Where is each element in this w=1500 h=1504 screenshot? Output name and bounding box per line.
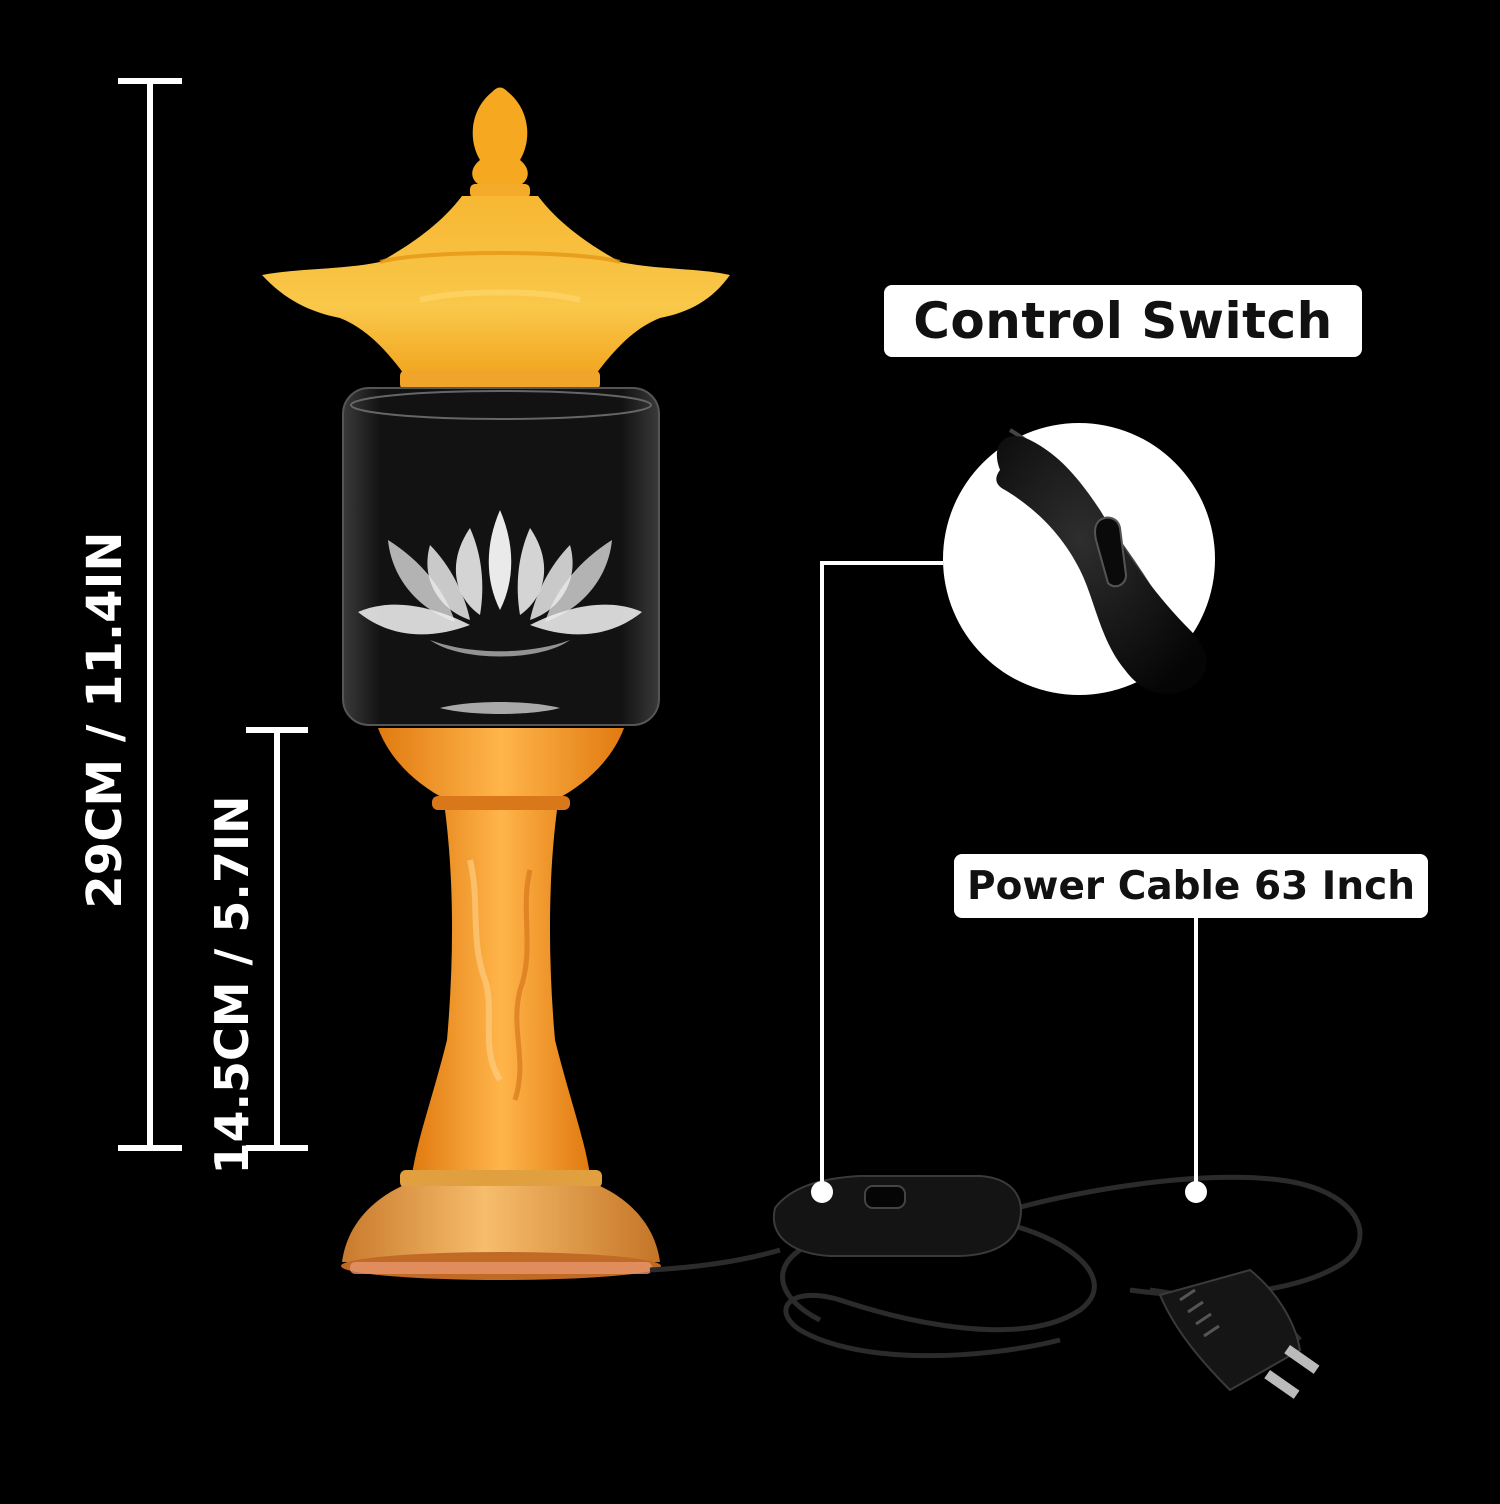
switch-callout-dot bbox=[811, 1181, 833, 1203]
lamp-base bbox=[341, 1170, 661, 1280]
cable-callout-dot bbox=[1185, 1181, 1207, 1203]
lamp-roof bbox=[262, 196, 730, 390]
base-height-dimension-bar bbox=[246, 727, 308, 1151]
power-cable-label: Power Cable 63 Inch bbox=[954, 854, 1428, 918]
lamp-stem bbox=[378, 728, 624, 1175]
lamp-finial bbox=[470, 87, 530, 198]
switch-zoom-circle bbox=[943, 423, 1215, 695]
total-height-label: 29CM / 11.4IN bbox=[77, 531, 133, 909]
base-height-label: 14.5CM / 5.7IN bbox=[205, 795, 259, 1175]
control-switch-label: Control Switch bbox=[884, 285, 1362, 357]
total-height-dimension-bar bbox=[118, 78, 182, 1151]
power-plug bbox=[1158, 1268, 1320, 1399]
lotus-etching bbox=[358, 510, 642, 714]
inline-switch bbox=[772, 1175, 1022, 1257]
switch-callout-line bbox=[820, 561, 943, 1190]
